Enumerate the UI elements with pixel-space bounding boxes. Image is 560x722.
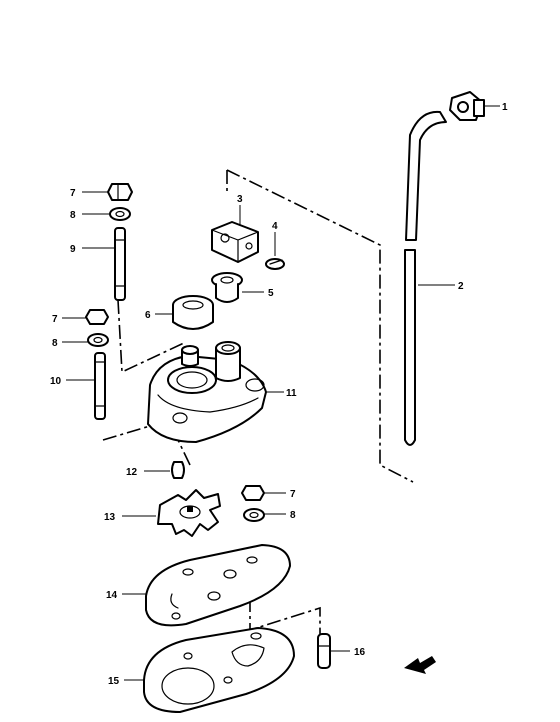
part-5-grommet xyxy=(211,272,243,303)
leader-lines xyxy=(62,105,500,681)
part-7-nut-top xyxy=(107,183,133,201)
callout-14: 14 xyxy=(106,590,118,601)
part-7-nut-middle xyxy=(85,309,109,325)
part-1-hose-clip xyxy=(449,91,485,121)
callout-10: 10 xyxy=(50,376,62,387)
callout-8-top: 8 xyxy=(70,210,76,221)
part-6-seal xyxy=(172,295,214,330)
part-16-pin xyxy=(317,633,331,669)
part-15-gasket xyxy=(143,627,295,713)
callout-16: 16 xyxy=(354,647,366,658)
part-12-key xyxy=(171,461,185,479)
callout-labels: 1 2 3 4 5 6 7 8 9 7 8 10 11 12 13 7 8 14… xyxy=(50,102,508,687)
part-8-washer-right xyxy=(243,508,265,522)
callout-13: 13 xyxy=(104,512,116,523)
part-2-water-tube xyxy=(404,110,447,446)
part-3-block xyxy=(211,221,259,263)
part-7-nut-right xyxy=(241,485,265,501)
part-11-pump-housing xyxy=(147,341,267,443)
callout-3: 3 xyxy=(237,194,243,205)
part-4-screw xyxy=(265,258,285,270)
callout-2: 2 xyxy=(458,281,464,292)
part-13-impeller xyxy=(157,489,221,537)
callout-7-top: 7 xyxy=(70,188,76,199)
callout-8-right: 8 xyxy=(290,510,296,521)
callout-9: 9 xyxy=(70,244,76,255)
callout-15: 15 xyxy=(108,676,120,687)
callout-8-middle: 8 xyxy=(52,338,58,349)
callout-7-right: 7 xyxy=(290,489,296,500)
part-10-stud xyxy=(94,352,106,420)
part-8-washer-top xyxy=(109,207,131,221)
callout-11: 11 xyxy=(286,388,297,399)
part-8-washer-middle xyxy=(87,333,109,347)
callout-5: 5 xyxy=(268,288,274,299)
forward-arrow-icon xyxy=(404,656,436,674)
callout-12: 12 xyxy=(126,467,138,478)
callout-4: 4 xyxy=(272,221,278,232)
part-14-plate xyxy=(145,544,291,627)
callout-7-middle: 7 xyxy=(52,314,58,325)
callout-1: 1 xyxy=(502,102,508,113)
callout-6: 6 xyxy=(145,310,151,321)
part-9-stud xyxy=(114,227,126,301)
